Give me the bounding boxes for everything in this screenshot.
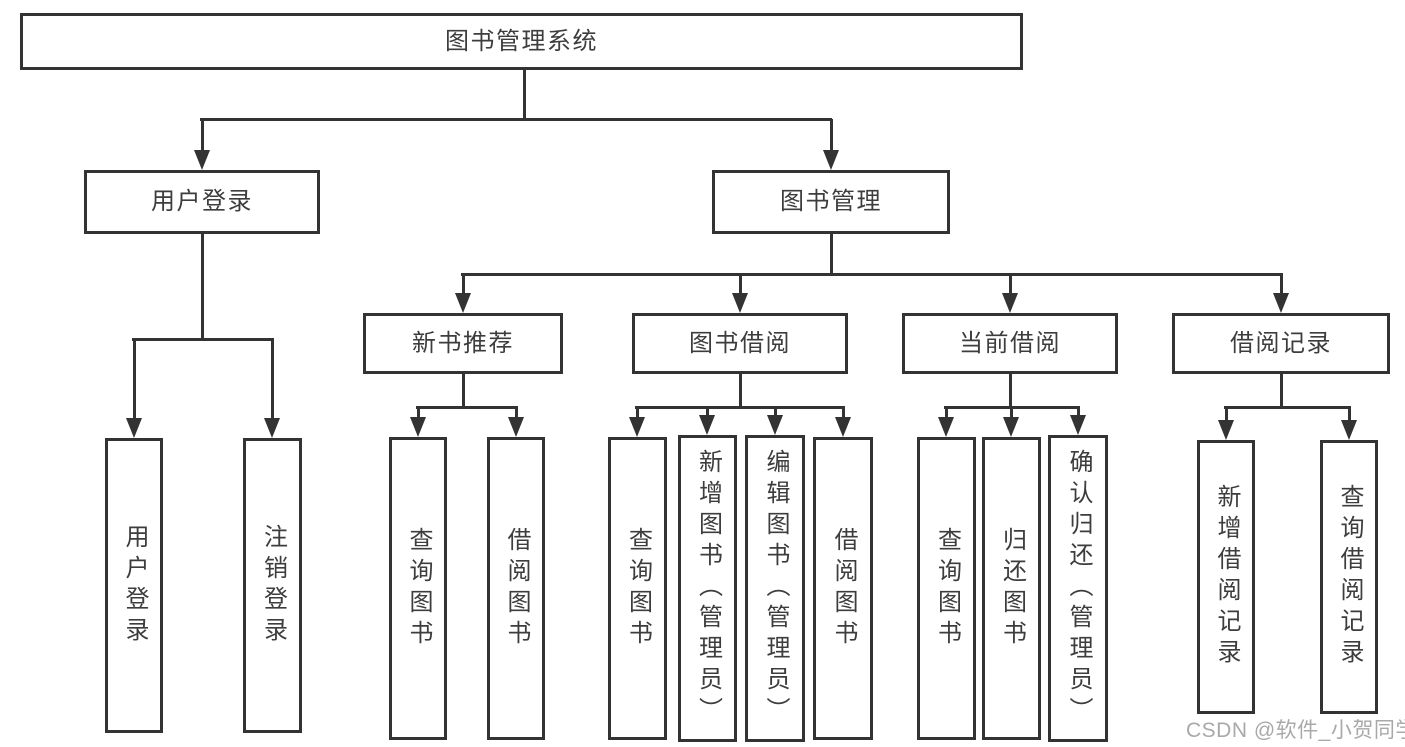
current-borrowing-box: 当前借阅 (902, 313, 1118, 374)
arrowhead-down-icon (938, 417, 954, 437)
user-login-box: 用户登录 (84, 170, 320, 234)
arrowhead-down-icon (835, 417, 851, 437)
leaf-add-books-admin-label: 新增图书（管理员） (694, 449, 722, 728)
connector-line (132, 337, 274, 341)
leaf-borrow-books-2-label: 借阅图书 (830, 526, 857, 651)
arrow-stem (514, 407, 518, 419)
arrow-stem (200, 119, 204, 152)
leaf-confirm-return-admin-label: 确认归还（管理员） (1065, 449, 1092, 728)
arrow-stem (461, 274, 465, 295)
connector-line (416, 405, 518, 409)
connector-line (738, 374, 742, 408)
leaf-query-borrow-record-box: 查询借阅记录 (1320, 440, 1378, 714)
leaf-query-books-2-box: 查询图书 (608, 437, 667, 740)
connector-line (1224, 405, 1351, 409)
leaf-user-login-box: 用户登录 (105, 438, 163, 733)
arrow-stem (416, 407, 420, 419)
leaf-query-books-2-label: 查询图书 (624, 526, 652, 651)
root-box: 图书管理系统 (20, 13, 1023, 70)
arrow-stem (841, 407, 845, 419)
book-management-box: 图书管理 (712, 170, 950, 234)
leaf-query-books-1-box: 查询图书 (389, 437, 447, 740)
arrowhead-down-icon (455, 293, 471, 313)
arrow-stem (1008, 274, 1012, 295)
arrowhead-down-icon (767, 415, 783, 435)
current-borrowing-label: 当前借阅 (959, 329, 1061, 357)
arrow-stem (738, 274, 742, 295)
arrow-stem (1279, 274, 1283, 295)
book-borrowing-label: 图书借阅 (689, 329, 791, 357)
leaf-add-books-admin-box: 新增图书（管理员） (678, 435, 737, 742)
arrow-stem (635, 407, 639, 419)
connector-line (829, 234, 833, 275)
root-label: 图书管理系统 (445, 27, 598, 55)
arrowhead-down-icon (699, 415, 715, 435)
arrow-stem (1009, 407, 1013, 419)
arrowhead-down-icon (1070, 415, 1086, 435)
arrow-stem (1224, 407, 1228, 422)
leaf-confirm-return-admin-box: 确认归还（管理员） (1048, 435, 1108, 742)
leaf-borrow-books-1-box: 借阅图书 (487, 437, 545, 740)
arrowhead-down-icon (1002, 293, 1018, 313)
arrow-stem (829, 119, 833, 152)
borrowing-records-label: 借阅记录 (1230, 329, 1332, 357)
arrowhead-down-icon (1273, 293, 1289, 313)
arrow-stem (132, 339, 136, 420)
connector-line (522, 69, 526, 121)
user-login-label: 用户登录 (151, 188, 253, 215)
arrowhead-down-icon (264, 418, 280, 438)
arrowhead-down-icon (126, 418, 142, 438)
leaf-return-books-label: 归还图书 (998, 526, 1026, 651)
new-book-recommend-label: 新书推荐 (412, 329, 514, 357)
leaf-borrow-books-2-box: 借阅图书 (813, 437, 873, 740)
leaf-add-borrow-record-box: 新增借阅记录 (1197, 440, 1255, 714)
arrowhead-down-icon (1341, 420, 1357, 440)
csdn-watermark: CSDN @软件_小贺同学 (1186, 719, 1405, 742)
leaf-query-books-3-box: 查询图书 (917, 437, 976, 740)
connector-line (200, 234, 204, 340)
connector-line (635, 405, 845, 409)
leaf-add-borrow-record-label: 新增借阅记录 (1213, 484, 1240, 670)
connector-line (461, 374, 465, 408)
leaf-query-books-1-label: 查询图书 (405, 526, 432, 651)
arrowhead-down-icon (823, 150, 839, 170)
arrowhead-down-icon (1218, 420, 1234, 440)
arrow-stem (944, 407, 948, 419)
leaf-borrow-books-1-label: 借阅图书 (503, 526, 530, 651)
arrowhead-down-icon (194, 150, 210, 170)
connector-line (1008, 374, 1012, 408)
leaf-return-books-box: 归还图书 (982, 437, 1041, 740)
arrow-stem (1076, 407, 1080, 417)
leaf-query-borrow-record-label: 查询借阅记录 (1336, 484, 1363, 670)
new-book-recommend-box: 新书推荐 (363, 313, 563, 374)
leaf-logout-label: 注销登录 (259, 523, 287, 648)
arrow-stem (270, 339, 274, 420)
arrowhead-down-icon (410, 417, 426, 437)
arrowhead-down-icon (629, 417, 645, 437)
book-management-label: 图书管理 (780, 188, 882, 215)
connector-line (1279, 374, 1283, 408)
leaf-user-login-label: 用户登录 (121, 523, 148, 648)
leaf-edit-books-admin-label: 编辑图书（管理员） (762, 449, 789, 728)
arrow-stem (705, 407, 709, 417)
connector-line (461, 272, 1283, 276)
arrow-stem (773, 407, 777, 417)
arrowhead-down-icon (732, 293, 748, 313)
book-borrowing-box: 图书借阅 (632, 313, 848, 374)
leaf-query-books-3-label: 查询图书 (933, 526, 961, 651)
borrowing-records-box: 借阅记录 (1172, 313, 1390, 374)
connector-line (200, 117, 832, 121)
arrowhead-down-icon (1003, 417, 1019, 437)
leaf-logout-box: 注销登录 (243, 438, 302, 733)
arrowhead-down-icon (508, 417, 524, 437)
leaf-edit-books-admin-box: 编辑图书（管理员） (745, 435, 805, 742)
arrow-stem (1347, 407, 1351, 422)
